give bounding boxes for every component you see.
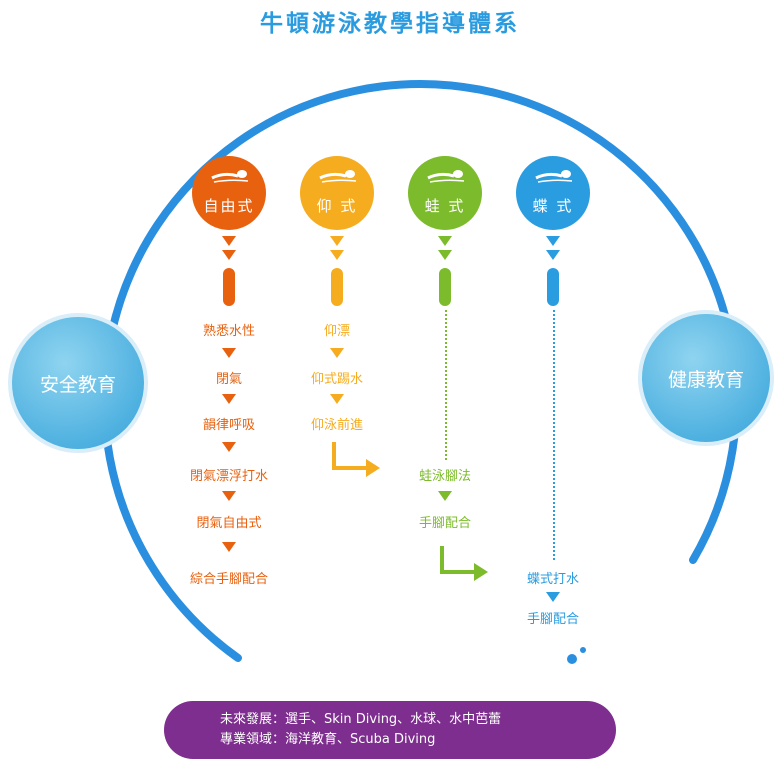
swimmer-icon — [427, 170, 465, 183]
down-arrow-icon — [438, 236, 452, 246]
stroke-butterfly-circle: 蝶 式 — [516, 156, 590, 230]
safety-education-label: 安全教育 — [39, 373, 116, 396]
stroke-bar — [223, 268, 235, 306]
down-arrow-icon — [546, 250, 560, 260]
step-label: 手腳配合 — [526, 612, 579, 627]
stroke-backstroke-label: 仰 式 — [316, 197, 358, 215]
step-label: 蝶式打水 — [526, 572, 579, 587]
stroke-butterfly-label: 蝶 式 — [532, 197, 574, 215]
swimmer-icon — [211, 170, 249, 183]
dotted-connector — [445, 310, 447, 460]
step-label: 閉氣漂浮打水 — [189, 469, 268, 484]
stroke-breaststroke-circle: 蛙 式 — [408, 156, 482, 230]
step-label: 仰式踢水 — [310, 372, 363, 387]
health-education-circle: 健康教育 — [638, 310, 774, 446]
step-label: 仰漂 — [323, 324, 350, 339]
future-development-text: 未來發展：選手、Skin Diving、水球、水中芭蕾 — [220, 712, 502, 727]
down-arrow-icon — [222, 491, 236, 501]
step-label: 蛙泳腳法 — [418, 469, 471, 484]
down-arrow-icon — [222, 250, 236, 260]
down-arrow-icon — [546, 592, 560, 602]
stroke-bar — [331, 268, 343, 306]
down-arrow-icon — [438, 250, 452, 260]
down-arrow-icon — [222, 236, 236, 246]
down-arrow-icon — [438, 491, 452, 501]
step-label: 綜合手腳配合 — [189, 572, 268, 587]
stroke-bar — [439, 268, 451, 306]
stroke-freestyle-circle: 自由式 — [192, 156, 266, 230]
stroke-freestyle-label: 自由式 — [203, 197, 255, 215]
down-arrow-icon — [330, 348, 344, 358]
swimmer-icon — [535, 170, 573, 183]
stroke-breaststroke-label: 蛙 式 — [424, 197, 466, 215]
down-arrow-icon — [330, 250, 344, 260]
down-arrow-icon — [222, 348, 236, 358]
down-arrow-icon — [330, 236, 344, 246]
down-arrow-icon — [546, 236, 560, 246]
step-label: 韻律呼吸 — [202, 418, 255, 433]
professional-field-text: 專業領域：海洋教育、Scuba Diving — [220, 732, 436, 747]
safety-education-circle: 安全教育 — [8, 313, 148, 453]
stroke-bar — [547, 268, 559, 306]
step-label: 閉氣 — [215, 372, 242, 387]
transition-arrow-icon — [332, 442, 380, 477]
step-label: 仰泳前進 — [310, 418, 363, 433]
transition-arrow-icon — [440, 546, 488, 581]
page-title: 牛頓游泳教學指導體系 — [260, 11, 520, 37]
swimmer-icon — [319, 170, 357, 183]
step-label: 手腳配合 — [418, 516, 471, 531]
future-development-box: 未來發展：選手、Skin Diving、水球、水中芭蕾 專業領域：海洋教育、Sc… — [164, 701, 616, 759]
stroke-backstroke-circle: 仰 式 — [300, 156, 374, 230]
down-arrow-icon — [222, 442, 236, 452]
dotted-connector — [553, 310, 555, 560]
down-arrow-icon — [330, 394, 344, 404]
health-education-label: 健康教育 — [667, 368, 744, 391]
down-arrow-icon — [222, 542, 236, 552]
step-label: 熟悉水性 — [202, 324, 255, 339]
step-label: 閉氣自由式 — [196, 516, 262, 531]
down-arrow-icon — [222, 394, 236, 404]
